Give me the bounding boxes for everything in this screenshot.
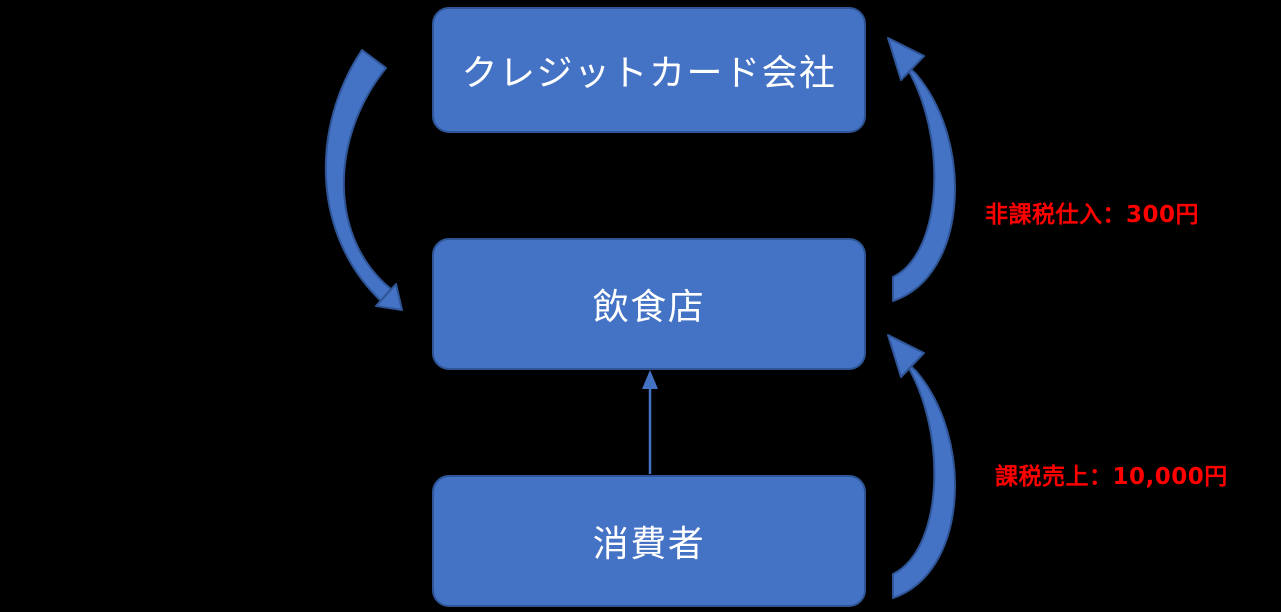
arrowhead-up-icon xyxy=(642,370,658,389)
node-consumer-label: 消費者 xyxy=(592,524,706,565)
node-restaurant-label: 飲食店 xyxy=(592,287,706,328)
node-credit-card-company-label: クレジットカード会社 xyxy=(461,53,837,94)
label-nontaxable-purchase: 非課税仕入：300円 xyxy=(985,202,1200,228)
curved-arrow-restaurant-to-credit xyxy=(887,37,956,302)
node-credit-card-company: クレジットカード会社 xyxy=(432,7,866,133)
curved-arrow-consumer-to-restaurant xyxy=(887,334,956,599)
node-restaurant: 飲食店 xyxy=(432,238,866,370)
arrowhead-up-left-icon xyxy=(887,334,925,378)
straight-arrow-consumer-to-restaurant xyxy=(642,370,658,474)
label-taxable-sales: 課税売上：10,000円 xyxy=(995,464,1228,490)
arrowhead-down-right-icon xyxy=(375,283,403,311)
node-consumer: 消費者 xyxy=(432,475,866,607)
arrowhead-up-left-icon xyxy=(887,37,925,81)
curved-arrow-credit-to-restaurant xyxy=(324,49,403,311)
